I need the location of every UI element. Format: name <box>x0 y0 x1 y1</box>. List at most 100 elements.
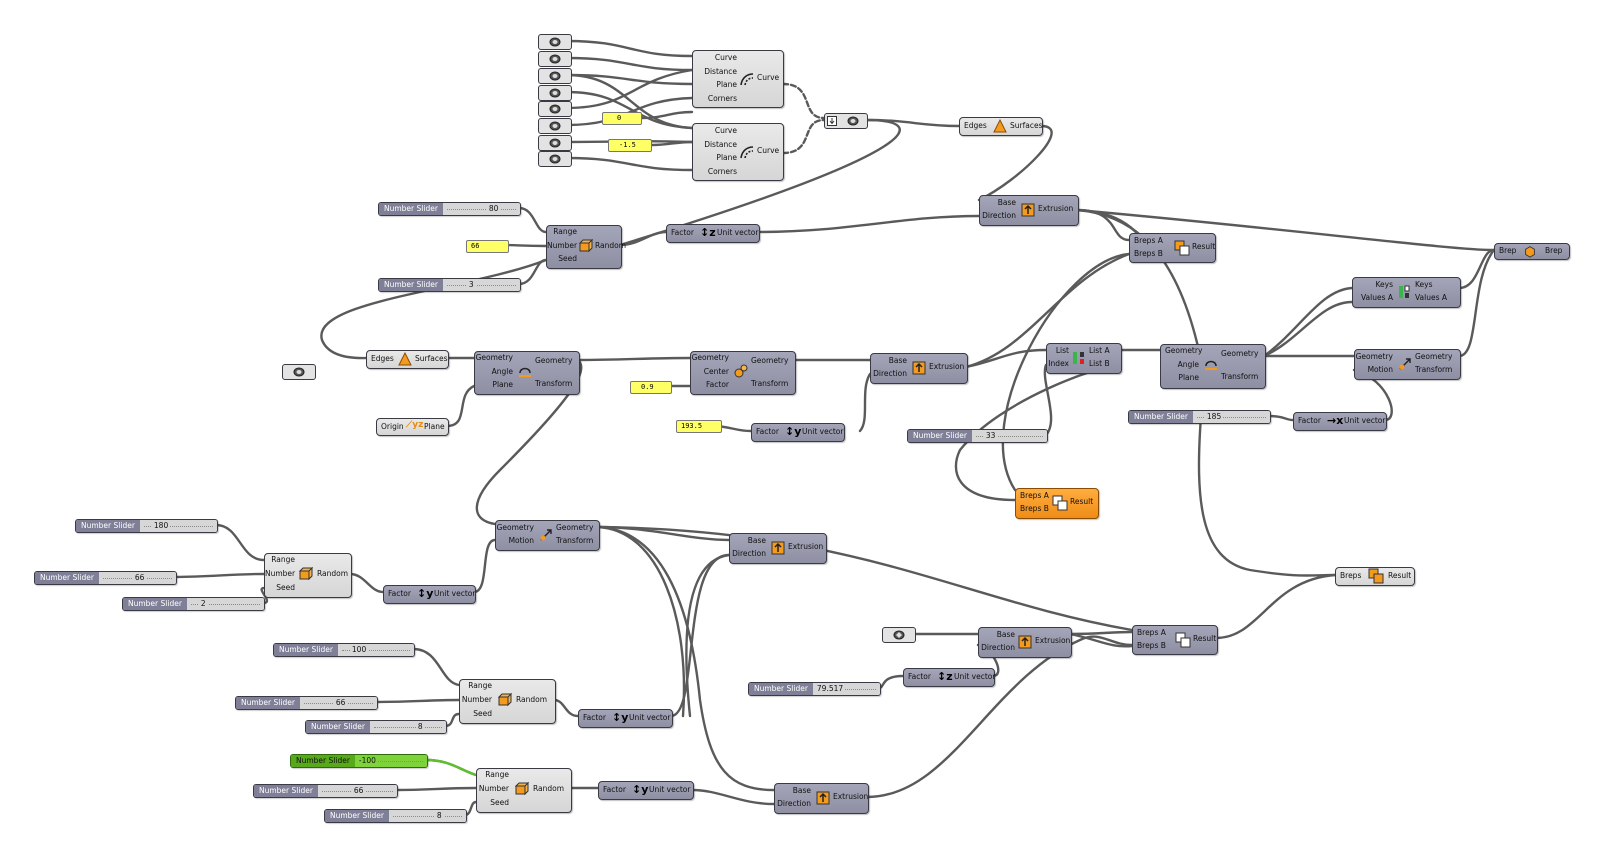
geometry-param[interactable] <box>282 364 316 380</box>
seed-input[interactable]: Seed <box>276 583 295 592</box>
curve-output[interactable]: Curve <box>757 146 780 155</box>
seed-input[interactable]: Seed <box>558 254 577 263</box>
extrusion-component[interactable]: Base Direction Extrusion <box>978 627 1072 658</box>
breps-a-input[interactable]: Breps A <box>1134 236 1163 245</box>
unit-vector-output[interactable]: Unit vector <box>717 228 759 237</box>
transform-output[interactable]: Transform <box>535 379 573 388</box>
geometry-output[interactable]: Geometry <box>1221 349 1259 358</box>
geometry-output[interactable]: Geometry <box>556 523 594 532</box>
boolean-difference-component[interactable]: Breps A Breps B Result <box>1132 625 1218 655</box>
result-output[interactable]: Result <box>1070 497 1094 506</box>
geometry-param[interactable] <box>538 34 572 50</box>
split-list-component[interactable]: List Index List A List B <box>1046 343 1122 374</box>
base-input[interactable]: Base <box>792 786 811 795</box>
edges-input[interactable]: Edges <box>964 121 987 130</box>
corners-input[interactable]: Corners <box>707 94 737 103</box>
panel-66[interactable]: 66 <box>466 240 509 253</box>
geometry-output[interactable]: Geometry <box>751 356 789 365</box>
geometry-input[interactable]: Geometry <box>1165 346 1203 355</box>
geometry-param[interactable] <box>538 85 572 101</box>
random-output[interactable]: Random <box>533 784 565 793</box>
breps-input[interactable]: Breps <box>1340 571 1362 580</box>
curve-output[interactable]: Curve <box>757 73 780 82</box>
number-input[interactable]: Number <box>461 695 492 704</box>
boundary-surfaces-component[interactable]: Edges Surfaces <box>366 350 449 369</box>
list-input[interactable]: List <box>1055 346 1069 355</box>
brep-output[interactable]: Brep <box>1545 246 1563 255</box>
panel-0[interactable]: 0 <box>602 112 642 125</box>
sort-list-component[interactable]: Keys Values A Keys Values A <box>1352 277 1461 308</box>
random-output[interactable]: Random <box>595 241 627 250</box>
factor-input[interactable]: Factor <box>1298 416 1321 425</box>
direction-input[interactable]: Direction <box>873 369 907 378</box>
angle-input[interactable]: Angle <box>491 367 513 376</box>
rotate-component[interactable]: Geometry Angle Plane Geometry Transform <box>1160 344 1266 389</box>
move-component[interactable]: Geometry Motion Geometry Transform <box>495 520 600 551</box>
random-component[interactable]: Range Number Seed Random <box>546 225 626 269</box>
breps-b-input[interactable]: Breps B <box>1020 504 1049 513</box>
factor-input[interactable]: Factor <box>756 427 779 436</box>
flatten-geometry-param[interactable] <box>824 113 868 129</box>
geometry-param[interactable] <box>538 101 572 117</box>
random-component[interactable]: Range Number Seed Random <box>459 679 556 724</box>
boolean-difference-component-selected[interactable]: Breps A Breps B Result <box>1015 488 1099 519</box>
unit-vector-y-component[interactable]: Factor ↕y Unit vector <box>751 423 845 442</box>
direction-input[interactable]: Direction <box>732 549 766 558</box>
geometry-input[interactable]: Geometry <box>1355 352 1393 361</box>
plane-input[interactable]: Plane <box>716 80 737 89</box>
unit-vector-output[interactable]: Unit vector <box>434 589 476 598</box>
geometry-input[interactable]: Geometry <box>496 523 534 532</box>
transform-output[interactable]: Transform <box>1415 365 1453 374</box>
plane-input[interactable]: Plane <box>492 380 513 389</box>
distance-input[interactable]: Distance <box>704 140 737 149</box>
unit-vector-output[interactable]: Unit vector <box>954 672 996 681</box>
curve-input[interactable]: Curve <box>714 53 737 62</box>
panel-193-5[interactable]: 193.5 <box>676 420 722 433</box>
geometry-input[interactable]: Geometry <box>475 353 513 362</box>
offset-curve-component[interactable]: Curve Distance Plane Corners Curve <box>692 50 784 108</box>
extrusion-output[interactable]: Extrusion <box>1035 636 1071 645</box>
geometry-param[interactable] <box>538 151 572 167</box>
geometry-param[interactable] <box>538 135 572 151</box>
breps-b-input[interactable]: Breps B <box>1134 249 1163 258</box>
range-input[interactable]: Range <box>271 555 295 564</box>
values-a-input[interactable]: Values A <box>1360 293 1393 302</box>
transform-output[interactable]: Transform <box>1221 372 1259 381</box>
yz-plane-component[interactable]: Origin ⟋yz Plane <box>376 418 449 436</box>
geometry-param[interactable] <box>882 627 916 643</box>
range-input[interactable]: Range <box>553 227 577 236</box>
extrusion-component[interactable]: Base Direction Extrusion <box>979 195 1079 226</box>
geometry-param[interactable] <box>538 118 572 134</box>
random-component[interactable]: Range Number Seed Random <box>476 768 572 813</box>
factor-input[interactable]: Factor <box>706 380 729 389</box>
factor-input[interactable]: Factor <box>603 785 626 794</box>
geometry-param[interactable] <box>538 51 572 67</box>
extrusion-output[interactable]: Extrusion <box>833 792 869 801</box>
keys-input[interactable]: Keys <box>1375 280 1393 289</box>
solid-union-component[interactable]: Brep Brep <box>1494 243 1570 260</box>
curve-input[interactable]: Curve <box>714 126 737 135</box>
move-component[interactable]: Geometry Motion Geometry Transform <box>1354 349 1461 380</box>
unit-vector-output[interactable]: Unit vector <box>649 785 691 794</box>
direction-input[interactable]: Direction <box>981 643 1015 652</box>
result-output[interactable]: Result <box>1388 571 1412 580</box>
list-a-output[interactable]: List A <box>1089 346 1110 355</box>
breps-a-input[interactable]: Breps A <box>1137 628 1166 637</box>
unit-vector-output[interactable]: Unit vector <box>802 427 844 436</box>
extrusion-output[interactable]: Extrusion <box>929 362 965 371</box>
panel-0-9[interactable]: 0.9 <box>630 381 672 394</box>
factor-input[interactable]: Factor <box>583 713 606 722</box>
random-component[interactable]: Range Number Seed Random <box>264 553 352 598</box>
factor-input[interactable]: Factor <box>671 228 694 237</box>
extrusion-component[interactable]: Base Direction Extrusion <box>870 353 968 384</box>
factor-input[interactable]: Factor <box>388 589 411 598</box>
scale-component[interactable]: Geometry Center Factor Geometry Transfor… <box>690 351 796 395</box>
extrusion-component[interactable]: Base Direction Extrusion <box>774 783 869 814</box>
